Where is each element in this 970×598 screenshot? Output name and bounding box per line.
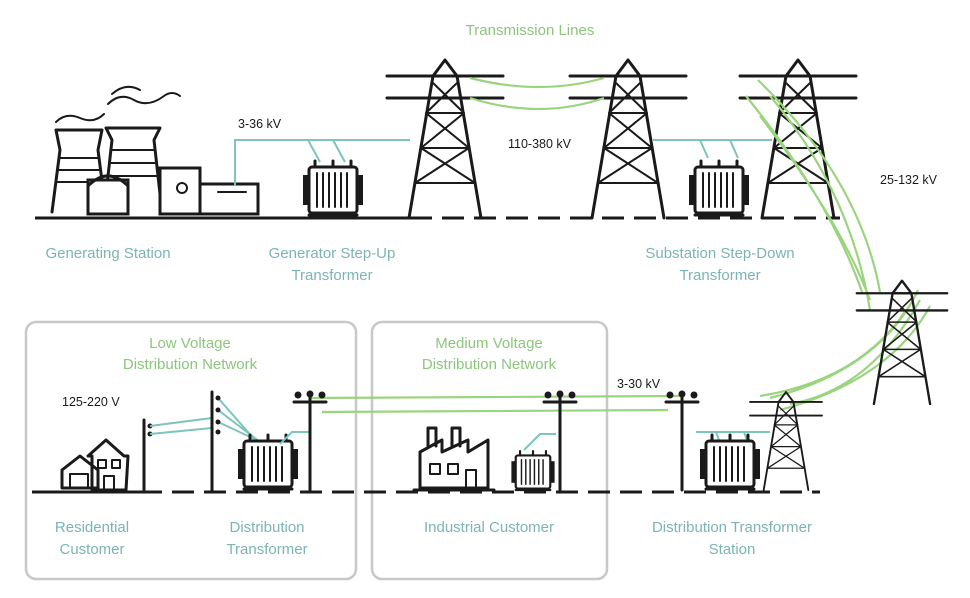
- substation-transformer-icon: [687, 159, 751, 217]
- generating-station-label: Generating Station: [45, 245, 170, 262]
- distribution-label-line2: Transformer: [226, 541, 307, 558]
- gsu-transformer-icon: [301, 159, 365, 217]
- distribution-transformer-icon: [236, 433, 300, 491]
- industrial-transformer-icon: [510, 450, 556, 492]
- voltage-residential: 125-220 V: [62, 395, 120, 409]
- residential-label-line1: Residential: [55, 519, 129, 536]
- voltage-medium: 3-30 kV: [617, 377, 661, 391]
- substation-label-line1: Substation Step-Down: [645, 245, 794, 262]
- dts-label-line1: Distribution Transformer: [652, 519, 812, 536]
- industrial-factory-icon: [412, 426, 496, 492]
- medium-voltage-title-line2: Distribution Network: [422, 356, 557, 373]
- transmission-tower-icon: [749, 391, 823, 491]
- distribution-pole-icon: [292, 389, 328, 492]
- generating-station-icon: [50, 85, 260, 216]
- distribution-label-line1: Distribution: [229, 519, 304, 536]
- station-pole-icon: [664, 389, 700, 492]
- substation-label-line2: Transformer: [679, 267, 760, 284]
- station-transformer-icon: [698, 433, 762, 491]
- gsu-label-line2: Transformer: [291, 267, 372, 284]
- voltage-subtransmission: 25-132 kV: [880, 173, 938, 187]
- industrial-customer-label: Industrial Customer: [424, 519, 554, 536]
- medium-voltage-network-box: [370, 320, 609, 581]
- transmission-lines-title: Transmission Lines: [466, 22, 595, 39]
- residential-label-line2: Customer: [59, 541, 124, 558]
- dts-label-line2: Station: [709, 541, 756, 558]
- gsu-label-line1: Generator Step-Up: [269, 245, 396, 262]
- voltage-generation: 3-36 kV: [238, 117, 282, 131]
- low-voltage-title-line1: Low Voltage: [149, 335, 231, 352]
- voltage-transmission: 110-380 kV: [508, 137, 572, 151]
- medium-voltage-title-line1: Medium Voltage: [435, 335, 543, 352]
- low-voltage-network-box: [24, 320, 358, 581]
- low-voltage-title-line2: Distribution Network: [123, 356, 258, 373]
- residential-house-icon: [60, 438, 130, 492]
